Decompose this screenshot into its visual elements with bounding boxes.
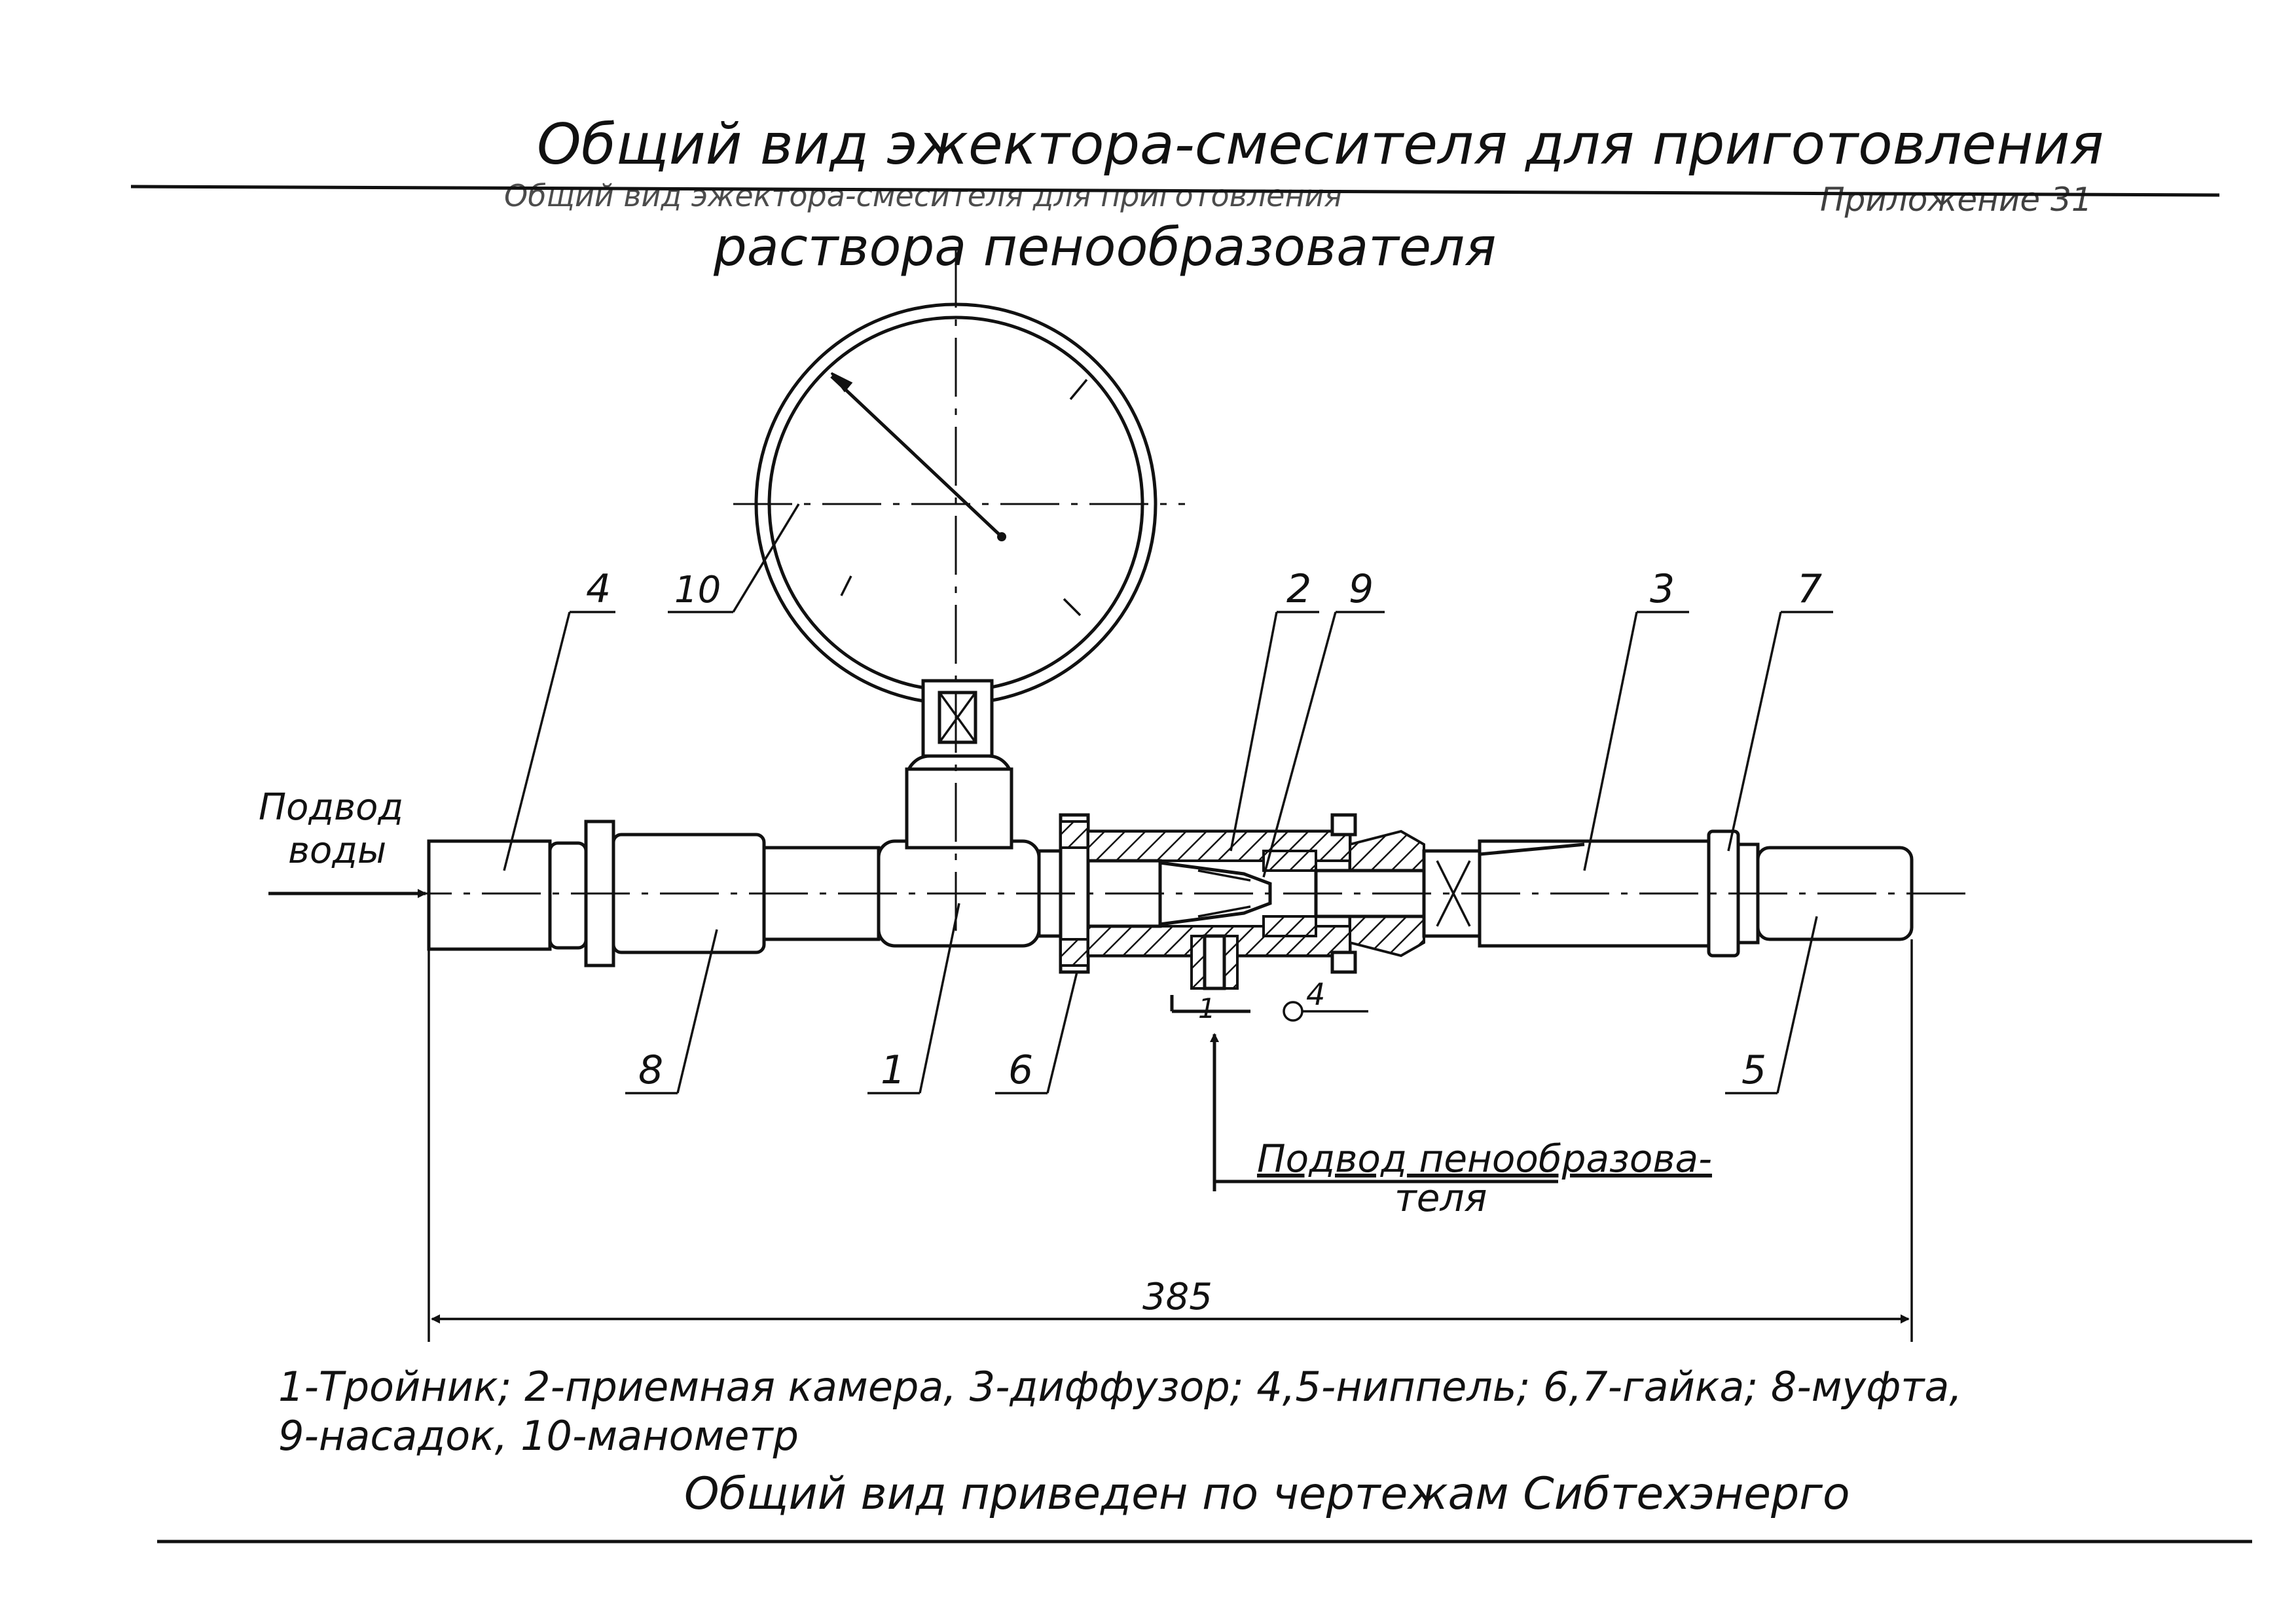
water-inlet-label-2: воды xyxy=(288,829,386,872)
dimension-value: 385 xyxy=(1142,1276,1212,1318)
weld-symbol xyxy=(1283,1001,1303,1022)
source-note: Общий вид приведен по чертежам Сибтехэне… xyxy=(684,1468,1850,1520)
gauge-needle xyxy=(830,375,1003,538)
callout-8: 8 xyxy=(638,1047,663,1093)
legend-line-1: 1-Тройник; 2-приемная камера, 3-диффузор… xyxy=(278,1363,1962,1411)
callout-6: 6 xyxy=(1008,1047,1033,1093)
chamber-wall-right-low xyxy=(1262,915,1317,937)
callout-1: 1 xyxy=(881,1047,905,1093)
callout-4: 4 xyxy=(586,566,611,612)
callout-2: 2 xyxy=(1286,566,1311,612)
callout-3: 3 xyxy=(1650,566,1675,612)
title-overprint: Общий вид эжектора-смесителя для пригото… xyxy=(504,178,1342,213)
callout-9: 9 xyxy=(1349,566,1374,612)
foam-inlet-label-1: Подвод пенообразова- xyxy=(1257,1136,1712,1181)
callout-5: 5 xyxy=(1741,1047,1766,1093)
diffuser-taper xyxy=(1479,842,1585,856)
callout-leaders xyxy=(503,503,1833,1094)
dimension-overall xyxy=(428,939,1913,1342)
foam-inlet-label-2: теля xyxy=(1394,1176,1487,1220)
nut-lower xyxy=(1330,950,1357,974)
section-mark: 1 xyxy=(1198,992,1216,1024)
nipple-4 xyxy=(427,839,588,951)
chamber-wall-right xyxy=(1262,850,1317,872)
nut-upper xyxy=(1330,813,1357,837)
callout-10: 10 xyxy=(674,569,721,611)
appendix-label: Приложение 31 xyxy=(1820,181,2092,219)
title-line-1: Общий вид эжектора-смесителя для пригото… xyxy=(537,112,2104,177)
foam-inlet-branch xyxy=(1170,934,1250,1013)
tee-1 xyxy=(877,767,1041,948)
callout-7: 7 xyxy=(1797,566,1822,612)
title-line-2: раствора пенообразователя xyxy=(713,217,1496,278)
weld-label: 4 xyxy=(1306,977,1325,1012)
legend-line-2: 9-насадок, 10-манометр xyxy=(278,1412,799,1460)
title-rule xyxy=(130,185,2220,197)
water-inlet-label-1: Подвод xyxy=(259,786,403,829)
